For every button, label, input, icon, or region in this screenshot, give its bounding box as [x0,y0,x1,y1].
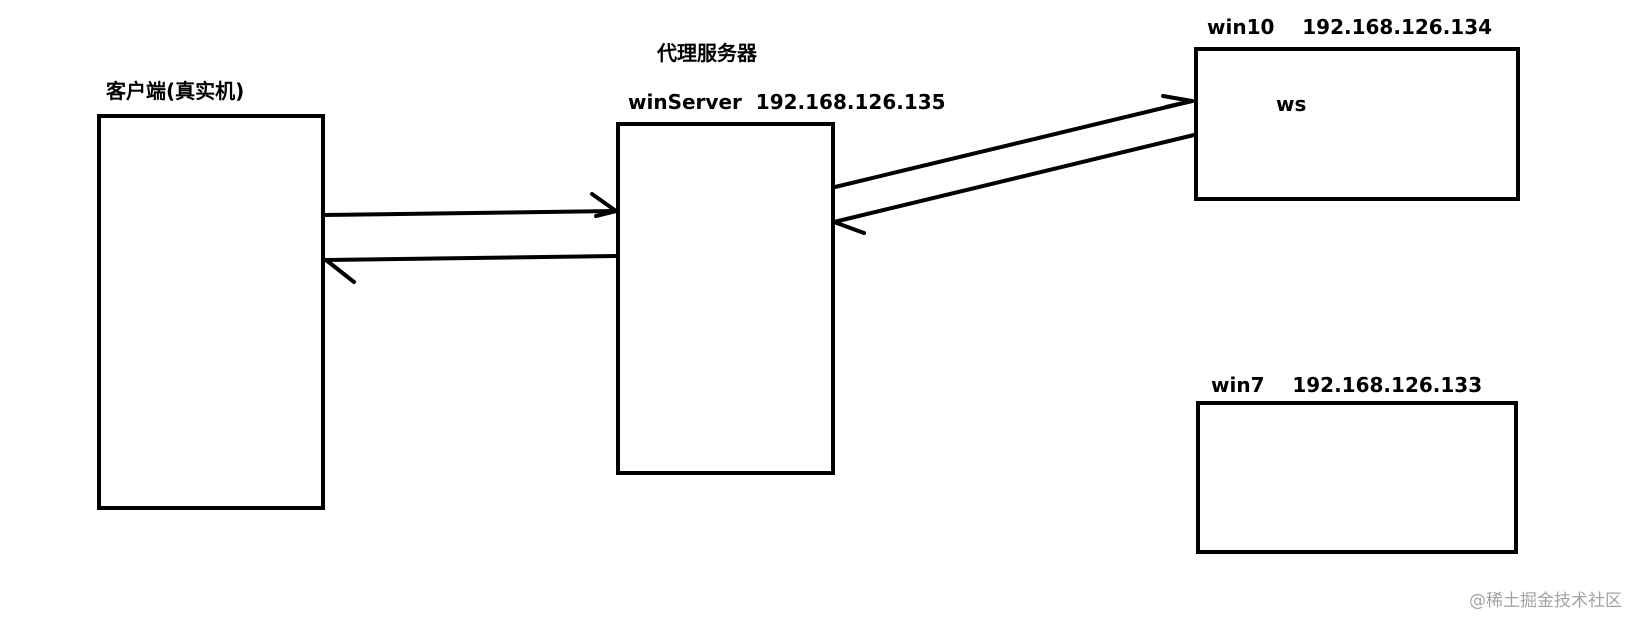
edge-client-to-proxy [321,192,618,218]
win7-label: win7 192.168.126.133 [1211,373,1482,397]
win10-label: win10 192.168.126.134 [1207,15,1492,39]
client-label: 客户端(真实机) [105,79,244,103]
arrowhead-icon [324,258,356,284]
win10-node: win10 192.168.126.134 ws [1194,15,1520,201]
edge-proxy-to-client [324,254,618,284]
edge-win10-to-proxy [832,133,1196,235]
win7-box [1196,401,1518,554]
edge-line [833,99,1194,189]
win10-inner-text: ws [1276,92,1306,116]
edge-line [832,133,1196,224]
client-node: 客户端(真实机) [97,79,325,510]
proxy-title: 代理服务器 [656,41,758,65]
arrowhead-icon [832,220,866,235]
watermark: @稀土掘金技术社区 [1469,591,1622,611]
edge-line [324,254,618,262]
arrowhead-icon [590,192,618,218]
edge-proxy-to-win10 [833,94,1194,189]
proxy-label: winServer 192.168.126.135 [628,90,946,114]
edge-line [321,209,618,217]
arrowhead-icon [1161,94,1194,109]
win10-box [1194,47,1520,201]
proxy-node: 代理服务器 winServer 192.168.126.135 [616,41,946,475]
win7-node: win7 192.168.126.133 [1196,373,1518,554]
client-box [97,114,325,510]
proxy-box [616,122,835,475]
